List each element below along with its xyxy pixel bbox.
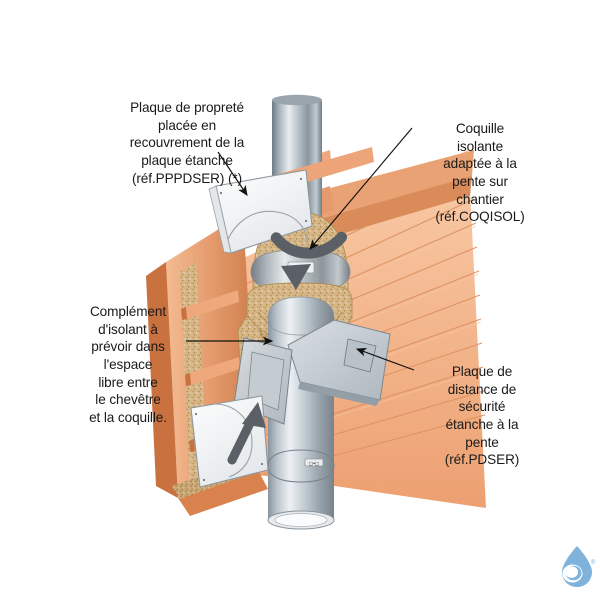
assembly-arrow-down [270, 231, 348, 290]
label-complement-isolant: Complément d'isolant à prévoir dans l'es… [89, 304, 167, 426]
svg-text:◻▪◻: ◻▪◻ [309, 461, 319, 467]
registered-mark: ® [591, 559, 596, 566]
water-drop-logo: ® [562, 546, 596, 587]
label-plaque-distance: Plaque de distance de sécurité étanche à… [444, 364, 520, 468]
plaque-distance-underplate [233, 337, 293, 425]
plaque-distance-panel [287, 319, 391, 406]
leader-plaque-proprete [217, 151, 248, 196]
leader-plaque-distance [355, 347, 415, 371]
leader-lines [186, 127, 415, 371]
leader-coquille [309, 127, 413, 250]
roof-upper-panel [300, 150, 474, 245]
pipe-clamp-ring: ◻▪◻ [267, 449, 335, 483]
label-plaque-proprete: Plaque de propreté placée en recouvremen… [129, 100, 245, 186]
label-coquille-isolante: Coquille isolante adaptée à la pente sur… [435, 121, 525, 225]
assembly-arrow-up [227, 402, 266, 465]
